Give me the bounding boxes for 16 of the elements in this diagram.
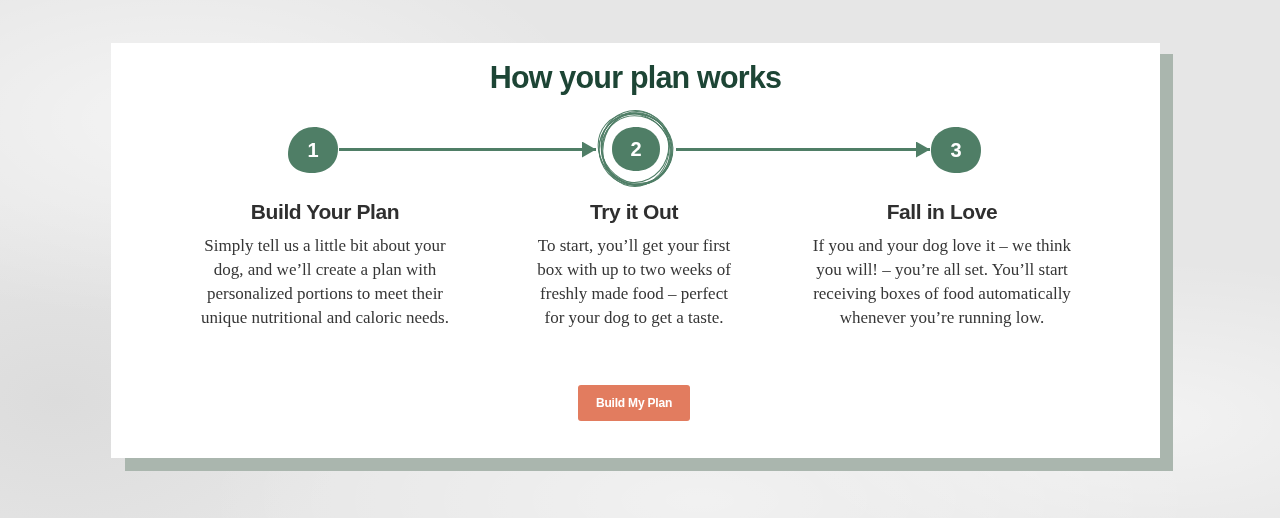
step-marker (930, 126, 982, 174)
step-marker (287, 126, 339, 174)
step-number: 3 (950, 139, 962, 161)
arrow (676, 141, 930, 158)
step-description: If you and your dog love it – we think you will! – you’re all set. You’ll start receiving boxes of food automatically whenever you’re running low. (811, 235, 1073, 329)
step-description: Simply tell us a little bit about your dog, and we’ll create a plan with personalized portions to meet their unique nutritional and caloric needs. (200, 235, 450, 329)
cta-button: Build My Plan (578, 385, 690, 421)
step-heading: Build Your Plan (250, 200, 400, 224)
arrow (339, 141, 596, 158)
step-description: To start, you’ll get your first box with up to two weeks of freshly made food – perfect for your dog to get a taste. (536, 235, 732, 329)
step-heading: Try it Out (589, 200, 679, 224)
circled-step-marker (596, 109, 676, 189)
step-number: 1 (307, 139, 319, 161)
title: How your plan works (488, 59, 783, 97)
step-number: 2 (630, 138, 642, 160)
step-heading: Fall in Love (886, 200, 998, 224)
